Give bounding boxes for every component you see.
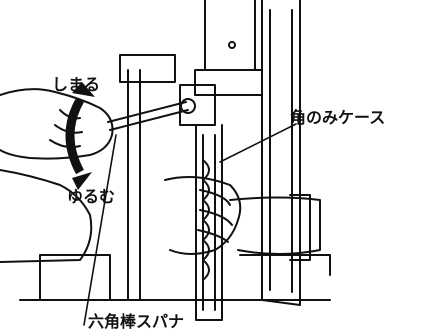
base-block-left (39, 254, 111, 301)
hex-wrench-shaft (107, 101, 187, 123)
right-arm (229, 196, 321, 255)
left-arm (0, 169, 93, 263)
leader-line-chisel-case (219, 123, 297, 163)
auger-spiral (202, 159, 210, 281)
head-plate (194, 69, 263, 96)
guide-rod-left-top (119, 54, 176, 83)
leader-line-hex-wrench (83, 134, 117, 326)
loosen-label: ゆるむ (67, 187, 116, 206)
right-hand-fingers (197, 189, 233, 243)
chisel-case (195, 124, 223, 321)
base-block-right (289, 194, 311, 261)
head-housing (204, 0, 256, 71)
housing-screw (228, 41, 236, 49)
curved-double-arrow-icon (65, 82, 95, 190)
tighten-label: しまる (52, 75, 101, 94)
bottom-right-block (239, 254, 331, 276)
chisel-case-label: 角のみケース (290, 108, 386, 127)
wrench-socket (180, 98, 196, 114)
left-hand (0, 88, 114, 160)
right-hand (164, 176, 242, 255)
chuck-body (179, 84, 216, 126)
guide-rod-left (127, 69, 141, 301)
column-inner-rail (269, 9, 293, 293)
hex-wrench-label: 六角棒スパナ (88, 312, 185, 331)
hex-wrench-shaft-lower (109, 109, 189, 131)
